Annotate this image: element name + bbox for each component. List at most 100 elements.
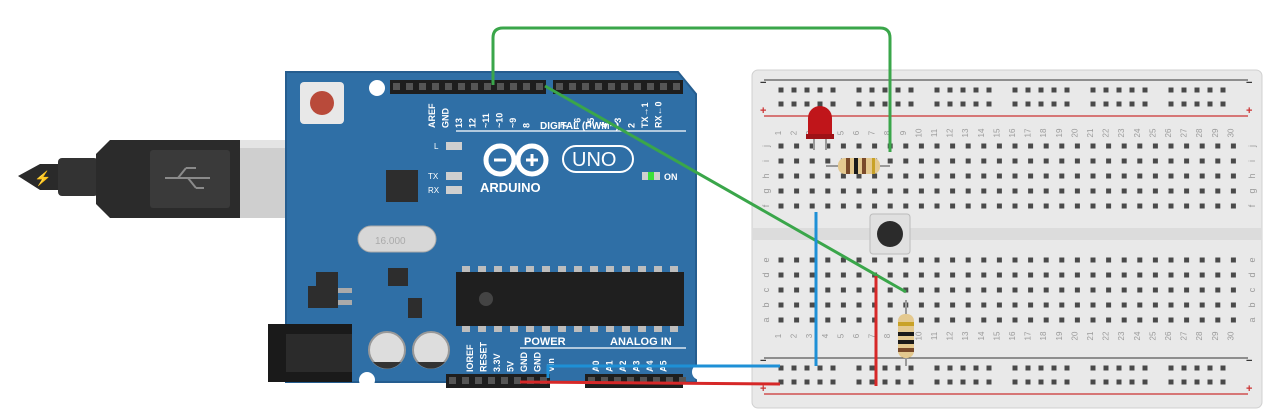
breadboard-hole[interactable] xyxy=(778,203,784,209)
breadboard-hole[interactable] xyxy=(778,302,784,308)
breadboard-hole[interactable] xyxy=(1137,158,1143,164)
breadboard-hole[interactable] xyxy=(1152,287,1158,293)
breadboard-hole[interactable] xyxy=(996,272,1002,278)
breadboard-hole[interactable] xyxy=(887,317,893,323)
breadboard-hole[interactable] xyxy=(1121,257,1127,263)
rail-hole[interactable] xyxy=(1038,101,1044,107)
breadboard-hole[interactable] xyxy=(918,317,924,323)
breadboard-hole[interactable] xyxy=(1106,143,1112,149)
breadboard-hole[interactable] xyxy=(1043,257,1049,263)
header-pin[interactable] xyxy=(419,83,426,90)
green-wire[interactable] xyxy=(491,26,892,152)
breadboard-hole[interactable] xyxy=(809,287,815,293)
rail-hole[interactable] xyxy=(934,87,940,93)
breadboard-hole[interactable] xyxy=(1215,143,1221,149)
rail-hole[interactable] xyxy=(947,379,953,385)
breadboard-hole[interactable] xyxy=(825,203,831,209)
breadboard-hole[interactable] xyxy=(934,302,940,308)
header-pin[interactable] xyxy=(501,377,508,384)
breadboard-hole[interactable] xyxy=(918,143,924,149)
rail-hole[interactable] xyxy=(1168,379,1174,385)
rail-hole[interactable] xyxy=(1142,379,1148,385)
breadboard-hole[interactable] xyxy=(1152,203,1158,209)
header-pin[interactable] xyxy=(666,377,673,384)
header-pin[interactable] xyxy=(601,377,608,384)
rail-hole[interactable] xyxy=(804,379,810,385)
blue-wire[interactable] xyxy=(546,364,780,378)
breadboard-hole[interactable] xyxy=(1215,272,1221,278)
breadboard-hole[interactable] xyxy=(1152,143,1158,149)
breadboard-hole[interactable] xyxy=(1184,317,1190,323)
breadboard-hole[interactable] xyxy=(1137,317,1143,323)
rail-hole[interactable] xyxy=(1064,365,1070,371)
breadboard-hole[interactable] xyxy=(1059,257,1065,263)
breadboard-hole[interactable] xyxy=(918,257,924,263)
rail-hole[interactable] xyxy=(778,365,784,371)
header-pin[interactable] xyxy=(673,83,680,90)
rail-hole[interactable] xyxy=(1116,101,1122,107)
rail-hole[interactable] xyxy=(1181,87,1187,93)
breadboard-hole[interactable] xyxy=(1074,317,1080,323)
breadboard-hole[interactable] xyxy=(950,143,956,149)
breadboard-hole[interactable] xyxy=(1012,317,1018,323)
breadboard-hole[interactable] xyxy=(809,173,815,179)
breadboard-hole[interactable] xyxy=(1012,143,1018,149)
power-header[interactable] xyxy=(446,374,550,388)
breadboard-hole[interactable] xyxy=(856,143,862,149)
breadboard-hole[interactable] xyxy=(794,188,800,194)
breadboard-hole[interactable] xyxy=(1184,143,1190,149)
breadboard-hole[interactable] xyxy=(1043,143,1049,149)
rail-hole[interactable] xyxy=(960,101,966,107)
breadboard-hole[interactable] xyxy=(1215,317,1221,323)
rail-hole[interactable] xyxy=(1207,101,1213,107)
breadboard-hole[interactable] xyxy=(856,272,862,278)
breadboard-hole[interactable] xyxy=(918,302,924,308)
rail-hole[interactable] xyxy=(791,379,797,385)
rail-hole[interactable] xyxy=(1181,101,1187,107)
rail-hole[interactable] xyxy=(882,87,888,93)
rail-hole[interactable] xyxy=(895,365,901,371)
digital-header-left[interactable] xyxy=(390,80,546,94)
rail-hole[interactable] xyxy=(947,101,953,107)
breadboard-hole[interactable] xyxy=(1230,317,1236,323)
breadboard-hole[interactable] xyxy=(1168,203,1174,209)
rail-hole[interactable] xyxy=(817,379,823,385)
breadboard-hole[interactable] xyxy=(1106,317,1112,323)
breadboard-hole[interactable] xyxy=(856,173,862,179)
rail-hole[interactable] xyxy=(1116,379,1122,385)
breadboard-hole[interactable] xyxy=(825,158,831,164)
rail-hole[interactable] xyxy=(856,365,862,371)
rail-hole[interactable] xyxy=(1064,379,1070,385)
breadboard-hole[interactable] xyxy=(1059,287,1065,293)
rail-hole[interactable] xyxy=(1051,101,1057,107)
red-wire[interactable] xyxy=(519,380,781,386)
breadboard-hole[interactable] xyxy=(1106,158,1112,164)
rail-hole[interactable] xyxy=(1194,87,1200,93)
breadboard-hole[interactable] xyxy=(1168,173,1174,179)
header-pin[interactable] xyxy=(556,83,563,90)
rail-hole[interactable] xyxy=(1051,379,1057,385)
rail-hole[interactable] xyxy=(882,379,888,385)
resistor[interactable] xyxy=(898,300,914,366)
breadboard-hole[interactable] xyxy=(1043,317,1049,323)
breadboard-hole[interactable] xyxy=(1230,287,1236,293)
header-pin[interactable] xyxy=(627,377,634,384)
rail-hole[interactable] xyxy=(882,101,888,107)
breadboard-hole[interactable] xyxy=(1215,173,1221,179)
breadboard-hole[interactable] xyxy=(1152,302,1158,308)
breadboard-hole[interactable] xyxy=(825,272,831,278)
breadboard-hole[interactable] xyxy=(1090,272,1096,278)
rail-hole[interactable] xyxy=(778,379,784,385)
breadboard-hole[interactable] xyxy=(778,257,784,263)
breadboard-hole[interactable] xyxy=(872,188,878,194)
breadboard-hole[interactable] xyxy=(1137,188,1143,194)
rail-hole[interactable] xyxy=(1103,379,1109,385)
header-pin[interactable] xyxy=(640,377,647,384)
breadboard-hole[interactable] xyxy=(1215,188,1221,194)
breadboard-hole[interactable] xyxy=(1199,302,1205,308)
breadboard-hole[interactable] xyxy=(1199,173,1205,179)
rail-hole[interactable] xyxy=(882,365,888,371)
rail-hole[interactable] xyxy=(973,365,979,371)
rail-hole[interactable] xyxy=(1142,365,1148,371)
breadboard-hole[interactable] xyxy=(981,287,987,293)
